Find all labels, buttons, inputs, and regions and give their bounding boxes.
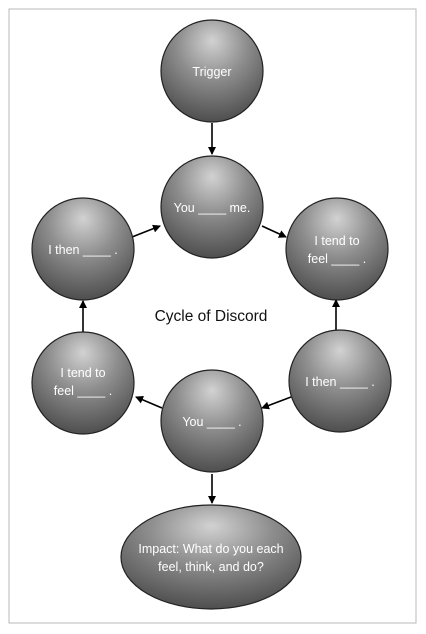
node-tend-left-line-1: I tend to <box>60 366 105 380</box>
node-tend-right-line-2: feel ____ . <box>308 252 366 266</box>
node-trigger: Trigger <box>160 19 264 123</box>
node-you-me: You ____ me. <box>160 155 264 259</box>
arrow-you-bottom-to-tend-left <box>135 396 163 409</box>
node-then-right: I then ____ . <box>288 329 392 433</box>
page-frame <box>8 8 417 624</box>
node-tend-right-line-1: I tend to <box>314 234 359 248</box>
node-then-right-label: I then ____ . <box>305 375 375 389</box>
arrow-then-right-to-you-bottom <box>261 396 292 410</box>
arrow-you-me-to-tend-right <box>261 225 287 238</box>
cycle-arrows <box>79 123 340 504</box>
node-tend-left: I tend to feel ____ . <box>31 331 135 435</box>
arrow-then-left-to-you-me <box>131 224 161 238</box>
node-you-me-label: You ____ me. <box>174 201 251 215</box>
node-tend-left-line-2: feel ____ . <box>54 384 112 398</box>
diagram-center-label: Cycle of Discord <box>155 308 268 325</box>
node-tend-right: I tend to feel ____ . <box>285 197 389 301</box>
node-then-left-label: I then ____ . <box>48 243 118 257</box>
node-you-bottom-label: You ____ . <box>182 415 241 429</box>
node-impact-line-2: feel, think, and do? <box>158 560 264 574</box>
node-trigger-label: Trigger <box>192 65 231 79</box>
node-then-left: I then ____ . <box>31 197 135 301</box>
node-you-bottom: You ____ . <box>160 369 264 473</box>
node-impact: Impact: What do you each feel, think, an… <box>120 504 302 610</box>
node-impact-line-1: Impact: What do you each <box>138 542 283 556</box>
